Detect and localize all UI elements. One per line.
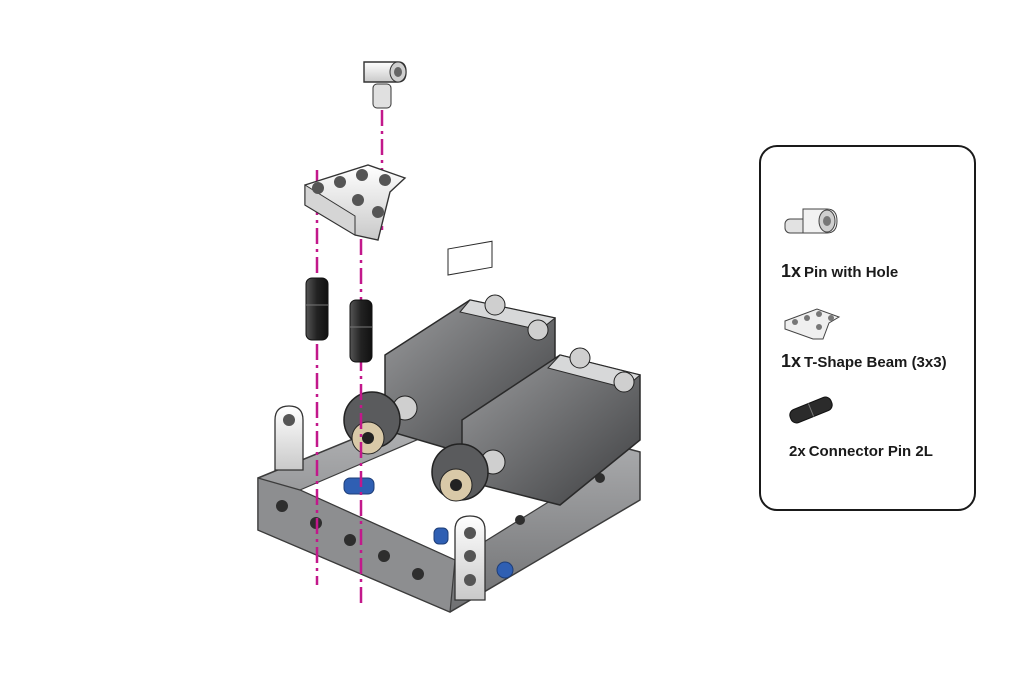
part-quantity: 1x <box>781 351 802 371</box>
gear-rear <box>351 421 385 455</box>
part-name: T-Shape Beam (3x3) <box>804 354 947 371</box>
t-shape-beam <box>304 164 407 241</box>
connector-pin-icon <box>789 396 833 424</box>
upright-beam-right <box>454 515 486 601</box>
pin-with-hole <box>363 61 407 109</box>
t-shape-beam-icon <box>784 308 841 340</box>
motor-front <box>431 347 642 506</box>
pin-with-hole-icon <box>784 208 838 234</box>
connector-pin-left <box>305 277 329 341</box>
gear-front <box>439 468 473 502</box>
part-name: Connector Pin 2L <box>808 443 933 460</box>
part-quantity: 1x <box>781 261 802 281</box>
blue-pins <box>343 477 514 579</box>
part-name: Pin with Hole <box>804 264 899 281</box>
upright-beam-left <box>274 405 304 471</box>
part-quantity: 2x <box>789 443 806 460</box>
connector-pin-right <box>349 299 373 363</box>
